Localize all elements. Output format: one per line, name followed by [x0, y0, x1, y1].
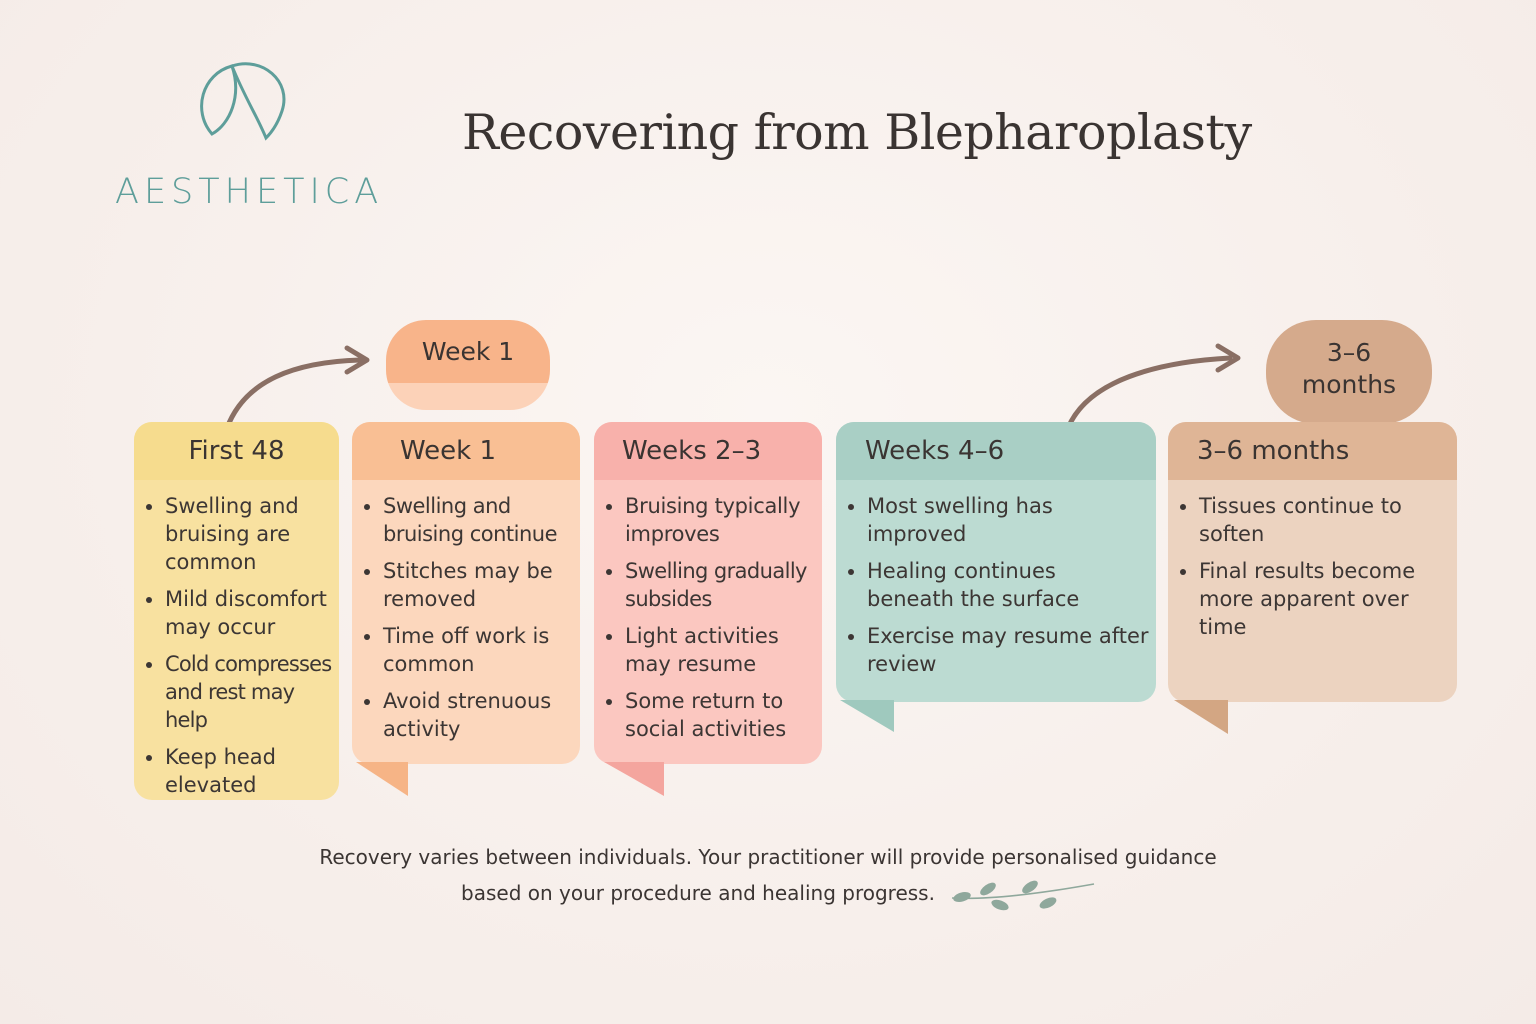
card-tail-icon	[1174, 700, 1228, 734]
stage-card-weeks-2-3: Weeks 2–3 Bruising typically improves Sw…	[594, 422, 822, 764]
list-item: Stitches may be removed	[352, 557, 580, 613]
leaf-logo-icon	[200, 62, 286, 141]
stage-list: Most swelling has improved Healing conti…	[836, 480, 1156, 678]
week1-pill: Week 1	[386, 320, 550, 410]
list-item: Most swelling has improved	[836, 492, 1156, 548]
stage-list: Swelling and bruising continue Stitches …	[352, 480, 580, 743]
leaf-sprig-icon	[951, 880, 1095, 911]
week1-pill-label: Week 1	[421, 337, 515, 366]
list-item: Swelling and bruising continue	[352, 492, 580, 548]
stage-card-3-6-months: 3–6 months Tissues continue to soften Fi…	[1168, 422, 1457, 702]
stage-card-weeks-4-6: Weeks 4–6 Most swelling has improved Hea…	[836, 422, 1156, 702]
list-item: Avoid strenuous activity	[352, 687, 580, 743]
footnote-line1: Recovery varies between individuals. You…	[319, 845, 1217, 869]
stage-list: Tissues continue to soften Final results…	[1168, 480, 1457, 641]
list-item: Tissues continue to soften	[1168, 492, 1457, 548]
stage-heading: Weeks 4–6	[836, 422, 1156, 480]
list-item: Mild discomfort may occur	[134, 585, 339, 641]
list-item: Bruising typically improves	[594, 492, 822, 548]
list-item: Some return to social activities	[594, 687, 822, 743]
list-item: Swelling and bruising are common	[134, 492, 339, 576]
stage-card-week-1: Week 1 Swelling and bruising continue St…	[352, 422, 580, 764]
stage-heading: First 48	[134, 422, 339, 480]
list-item: Healing continues beneath the surface	[836, 557, 1156, 613]
footnote-line2-text: based on your procedure and healing prog…	[461, 881, 935, 905]
arrow-to-week1-icon	[224, 345, 370, 431]
brand-name: AESTHETICA	[115, 172, 384, 212]
list-item: Swelling gradually subsides	[594, 557, 822, 613]
stage-heading: Week 1	[352, 422, 580, 480]
stage-list: Swelling and bruising are common Mild di…	[134, 480, 339, 799]
list-item: Light activities may resume	[594, 622, 822, 678]
stage-list: Bruising typically improves Swelling gra…	[594, 480, 822, 743]
list-item: Keep head elevated	[134, 743, 339, 799]
card-tail-icon	[356, 762, 408, 796]
page-title: Recovering from Blepharoplasty	[462, 104, 1252, 161]
months-pill: 3–6 months	[1266, 320, 1432, 424]
list-item: Time off work is common	[352, 622, 580, 678]
card-tail-icon	[840, 700, 894, 732]
months-pill-line2: months	[1301, 370, 1397, 399]
stage-card-first-48: First 48 Swelling and bruising are commo…	[134, 422, 339, 800]
stage-heading: Weeks 2–3	[594, 422, 822, 480]
list-item: Exercise may resume after review	[836, 622, 1156, 678]
card-tail-icon	[604, 762, 664, 796]
arrow-to-months-icon	[1065, 343, 1241, 431]
stage-heading: 3–6 months	[1168, 422, 1457, 480]
months-pill-line1: 3–6	[1326, 338, 1372, 367]
list-item: Cold compresses and rest may help	[134, 650, 339, 734]
footnote-line2: based on your procedure and healing prog…	[0, 881, 1536, 905]
list-item: Final results become more apparent over …	[1168, 557, 1457, 641]
brand-logo: AESTHETICA	[112, 56, 382, 216]
